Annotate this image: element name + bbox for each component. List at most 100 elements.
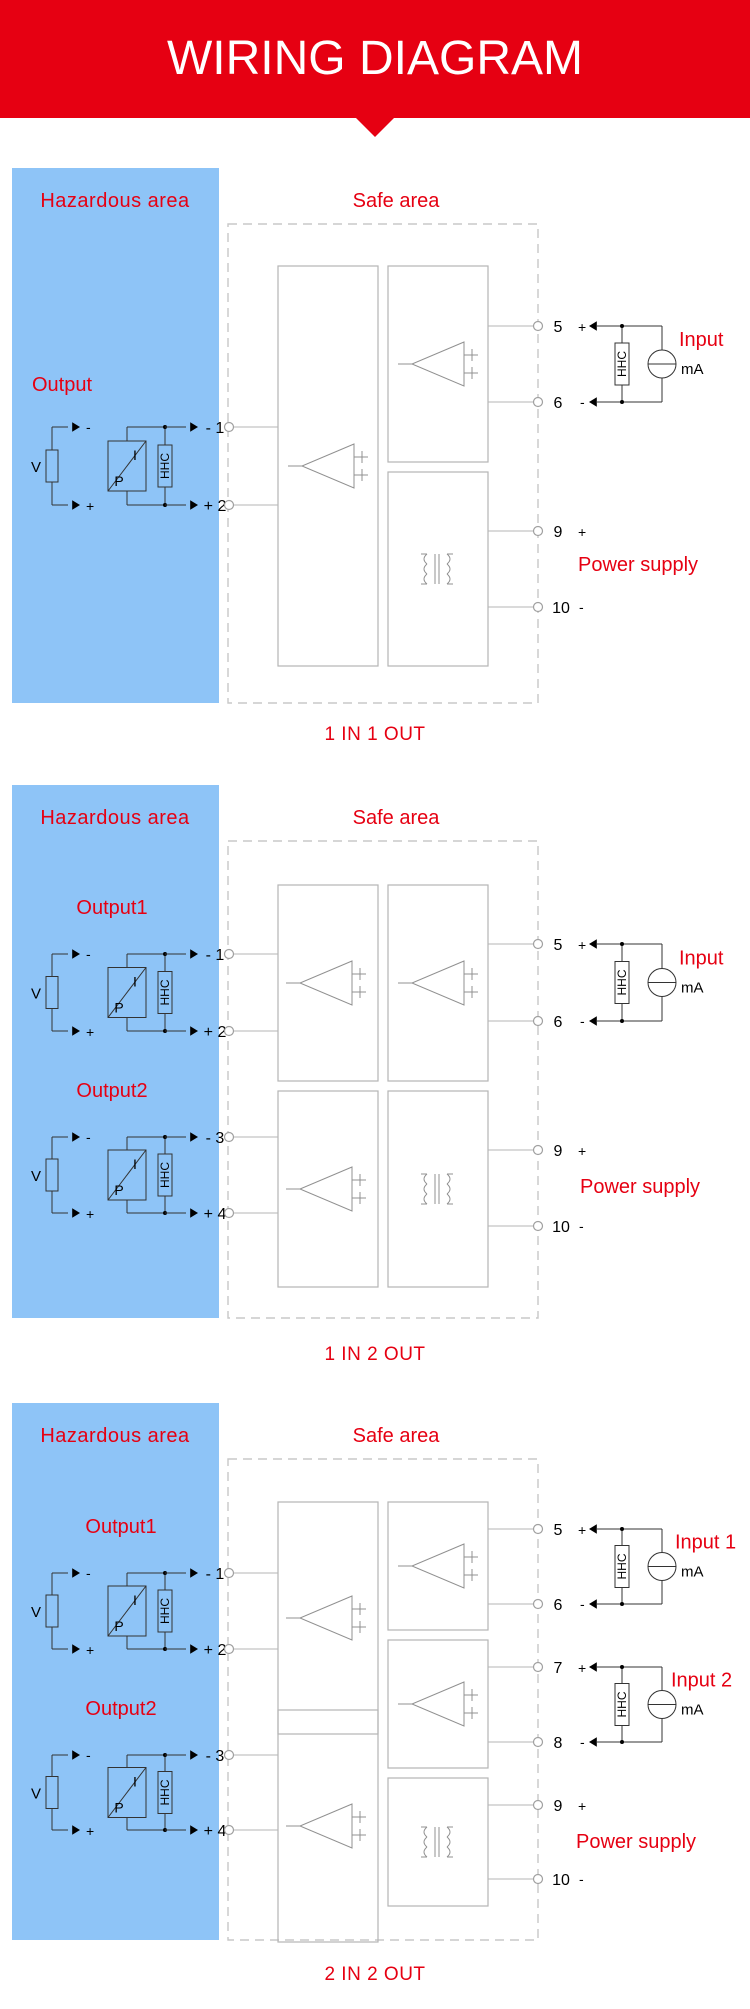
power-neg-terminal: 10 xyxy=(552,1219,570,1236)
source-resistor xyxy=(45,1776,59,1809)
output-label: Output2 xyxy=(85,1698,156,1720)
amplifier-triangle xyxy=(298,960,353,1006)
minus-sign: - xyxy=(579,599,584,615)
output-pos-terminal: + 2 xyxy=(204,498,227,515)
amplifier-symbol xyxy=(286,960,366,1006)
safe-area-label: Safe area xyxy=(353,190,441,212)
transformer-coil xyxy=(446,1826,451,1838)
hazardous-area-label: Hazardous area xyxy=(40,190,190,212)
output-neg-terminal: - 1 xyxy=(206,1566,225,1583)
amplifier-triangle xyxy=(410,1543,465,1589)
input-label: Input 2 xyxy=(671,1670,732,1692)
converter-p-label: P xyxy=(114,1800,123,1816)
diagram-caption: 1 IN 2 OUT xyxy=(324,1344,425,1365)
arrow-head xyxy=(589,321,597,331)
plus-sign: + xyxy=(86,498,94,514)
hhc-box xyxy=(614,1545,630,1588)
junction-dot xyxy=(620,1740,624,1744)
amplifier-symbol xyxy=(288,443,368,489)
transformer-coil xyxy=(423,553,428,565)
arrow-head xyxy=(72,422,80,432)
arrow-head xyxy=(589,939,597,949)
arrow-head xyxy=(190,949,198,959)
output-pos-terminal: + 2 xyxy=(204,1024,227,1041)
transformer-coil xyxy=(423,1846,428,1858)
arrow-head xyxy=(190,1750,198,1760)
arrow-head xyxy=(72,1132,80,1142)
module-block xyxy=(277,1090,379,1288)
amplifier-symbol xyxy=(286,1166,366,1212)
hhc-label: HHC xyxy=(615,969,629,995)
plus-sign: + xyxy=(578,1143,586,1159)
converter-diagonal xyxy=(107,967,147,1018)
terminal-circle xyxy=(532,1015,544,1027)
converter-p-label: P xyxy=(114,1182,123,1198)
minus-sign: - xyxy=(579,1871,584,1887)
output-label: Output1 xyxy=(76,897,147,919)
terminal-circle xyxy=(532,525,544,537)
converter-i-label: I xyxy=(133,447,137,463)
voltage-symbol: V xyxy=(31,1168,41,1185)
transformer-coil xyxy=(446,1846,451,1858)
terminal-circle xyxy=(532,1523,544,1535)
module-block xyxy=(387,1777,489,1907)
transformer-coil xyxy=(446,553,451,565)
arrow-head xyxy=(190,500,198,510)
plus-sign: + xyxy=(578,524,586,540)
output-neg-terminal: - 3 xyxy=(206,1130,225,1147)
terminal-circle xyxy=(532,1598,544,1610)
input-label: Input xyxy=(679,948,724,970)
safe-area-label: Safe area xyxy=(353,1425,441,1447)
minus-sign: - xyxy=(580,1734,585,1750)
converter-p-label: P xyxy=(114,1000,123,1016)
module-block xyxy=(387,1639,489,1769)
safe-area-enclosure xyxy=(227,840,539,1319)
transformer-coil xyxy=(446,1183,451,1195)
amplifier-symbol xyxy=(286,1595,366,1641)
input-neg-terminal: 6 xyxy=(554,1014,563,1031)
converter-p-label: P xyxy=(114,1618,123,1634)
terminal-circle xyxy=(223,499,235,511)
hhc-label: HHC xyxy=(158,453,172,479)
converter-i-label: I xyxy=(133,1156,137,1172)
amplifier-triangle xyxy=(410,341,465,387)
transformer-coil xyxy=(446,1173,451,1185)
power-supply-label: Power supply xyxy=(580,1176,700,1198)
terminal-circle xyxy=(223,1567,235,1579)
converter-diagonal xyxy=(107,440,147,492)
arrow-head xyxy=(190,1825,198,1835)
source-resistor xyxy=(45,1594,59,1628)
arrow-head xyxy=(72,1644,80,1654)
safe-area-label: Safe area xyxy=(353,807,441,829)
minus-sign: - xyxy=(579,1218,584,1234)
output-label: Output xyxy=(32,374,92,396)
terminal-circle xyxy=(532,396,544,408)
module-block xyxy=(277,1709,379,1943)
terminal-circle xyxy=(532,1144,544,1156)
voltage-symbol: V xyxy=(31,1786,41,1803)
plus-sign: + xyxy=(86,1642,94,1658)
hhc-label: HHC xyxy=(158,1598,172,1624)
converter-i-label: I xyxy=(133,1774,137,1790)
converter-p-label: P xyxy=(114,473,123,489)
junction-dot xyxy=(620,1602,624,1606)
module-block xyxy=(387,884,489,1082)
hhc-label: HHC xyxy=(615,1553,629,1579)
transformer-coil xyxy=(446,1836,451,1848)
arrow-head xyxy=(72,1026,80,1036)
hhc-box xyxy=(157,971,173,1014)
transformer-coil xyxy=(423,563,428,575)
power-circuit: 910+-Power supply xyxy=(532,1798,696,1889)
ma-unit: mA xyxy=(681,1702,704,1719)
arrow-head xyxy=(190,1132,198,1142)
hazardous-area-label: Hazardous area xyxy=(40,807,190,829)
arrow-head xyxy=(72,1208,80,1218)
converter-i-label: I xyxy=(133,974,137,990)
hhc-box xyxy=(614,342,630,386)
output-pos-terminal: + 4 xyxy=(204,1823,227,1840)
arrow-head xyxy=(190,1568,198,1578)
